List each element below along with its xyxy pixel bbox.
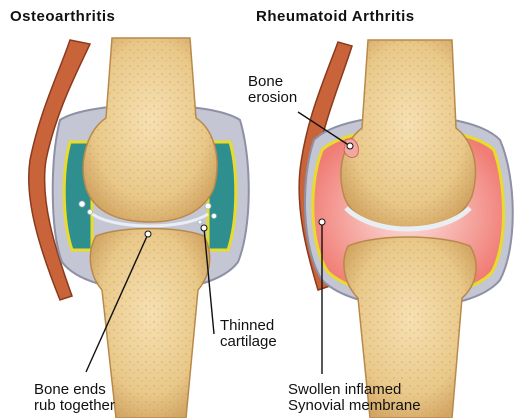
title-osteoarthritis: Osteoarthritis: [10, 8, 115, 25]
label-cartilage: cartilage: [220, 334, 277, 349]
label-thinned: Thinned: [220, 318, 274, 333]
rheumatoid-joint: [299, 40, 513, 418]
title-rheumatoid-arthritis: Rheumatoid Arthritis: [256, 8, 415, 25]
label-bone-ends: Bone ends: [34, 382, 106, 397]
label-synovial-membrane: Synovial membrane: [288, 398, 421, 413]
osteoarthritis-joint: [29, 38, 249, 418]
label-erosion: erosion: [248, 90, 297, 105]
label-rub-together: rub together: [34, 398, 115, 413]
label-swollen-inflamed: Swollen inflamed: [288, 382, 401, 397]
label-bone: Bone: [248, 74, 283, 89]
